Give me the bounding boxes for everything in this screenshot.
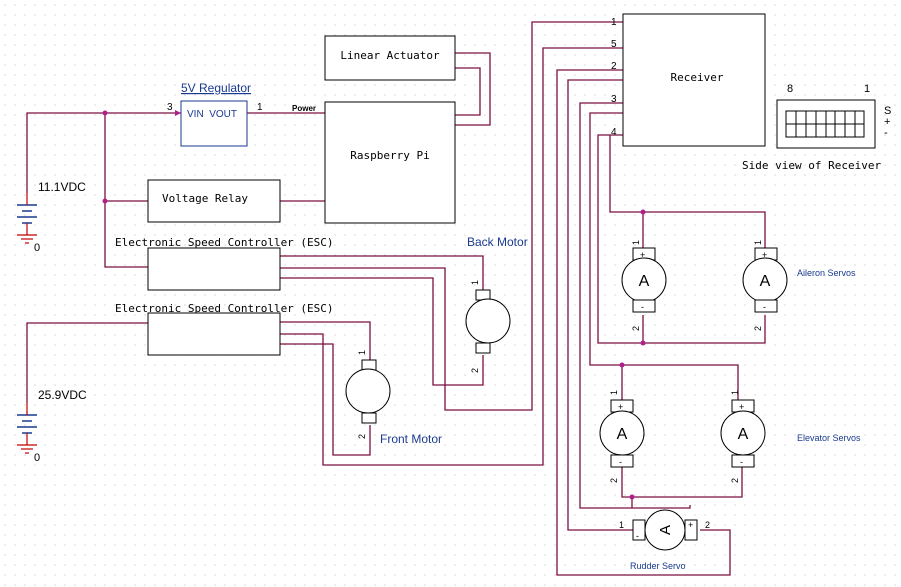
svg-text:Rudder Servo: Rudder Servo [630, 561, 686, 571]
svg-text:2: 2 [470, 368, 480, 373]
svg-text:2: 2 [611, 61, 617, 72]
svg-text:5V Regulator: 5V Regulator [181, 81, 251, 95]
aileron-servo-left: 1 + A - 2 [621, 240, 667, 331]
svg-text:1: 1 [257, 102, 263, 113]
aileron-servo-right: 1 + A - 2 [742, 240, 788, 331]
svg-text:A: A [657, 525, 674, 535]
esc-top-block: Electronic Speed Controller (ESC) [115, 236, 334, 291]
svg-text:Side view of Receiver: Side view of Receiver [742, 159, 881, 172]
svg-text:+: + [884, 116, 890, 128]
svg-text:5: 5 [611, 39, 617, 50]
elevator-servo-left: 1 + A - 2 [599, 390, 645, 483]
svg-text:+: + [688, 520, 693, 530]
svg-text:+: + [739, 402, 744, 412]
receiver-pin-labels: 1 5 2 3 4 [611, 17, 617, 138]
svg-text:1: 1 [609, 390, 619, 395]
svg-text:1: 1 [753, 240, 763, 245]
svg-text:1: 1 [357, 350, 367, 355]
receiver-block: Receiver [622, 13, 766, 147]
elevator-servo-right: 1 + A - 2 [720, 390, 766, 483]
svg-text:Electronic Speed Controller (E: Electronic Speed Controller (ESC) [115, 302, 334, 315]
svg-text:1: 1 [470, 280, 480, 285]
svg-text:-: - [763, 302, 766, 312]
svg-text:Receiver: Receiver [671, 71, 724, 84]
svg-text:2: 2 [609, 478, 619, 483]
svg-text:Raspberry Pi: Raspberry Pi [350, 149, 429, 162]
svg-text:2: 2 [753, 326, 763, 331]
svg-text:+: + [618, 402, 623, 412]
linear-actuator-block: Linear Actuator [324, 35, 456, 81]
raspberry-pi-block: Raspberry Pi [324, 101, 456, 224]
svg-text:A: A [617, 426, 628, 443]
svg-text:A: A [738, 426, 749, 443]
svg-text:Back Motor: Back Motor [467, 235, 528, 249]
svg-text:A: A [760, 273, 771, 290]
svg-text:11.1VDC: 11.1VDC [38, 180, 86, 194]
svg-text:-: - [619, 457, 622, 467]
svg-text:A: A [639, 273, 650, 290]
svg-text:Power: Power [292, 104, 316, 113]
svg-text:25.9VDC: 25.9VDC [38, 388, 87, 402]
receiver-side-view: 8 1 S + - Side view of Receiver [742, 83, 891, 172]
junctions [102, 110, 646, 500]
svg-text:Voltage Relay: Voltage Relay [162, 192, 248, 205]
svg-text:1: 1 [730, 390, 740, 395]
svg-text:-: - [641, 302, 644, 312]
aileron-servos-label: Aileron Servos [797, 268, 856, 278]
battery-11v: 11.1VDC 0 [17, 180, 86, 254]
front-motor: 1 2 Front Motor [345, 350, 442, 446]
rudder-servo: 1 - A + 2 Rudder Servo [619, 509, 710, 571]
esc-bottom-block: Electronic Speed Controller (ESC) [115, 302, 334, 356]
svg-text:-: - [740, 457, 743, 467]
svg-text:2: 2 [357, 434, 367, 439]
svg-text:1: 1 [631, 240, 641, 245]
elevator-servos-label: Elevator Servos [797, 433, 861, 443]
voltage-relay-block: Voltage Relay [147, 179, 281, 223]
svg-text:0: 0 [34, 452, 40, 464]
svg-text:0: 0 [34, 242, 40, 254]
svg-text:VIN VOUT: VIN VOUT [187, 109, 237, 120]
svg-text:8: 8 [787, 83, 793, 95]
svg-text:1: 1 [864, 83, 870, 95]
svg-text:4: 4 [611, 127, 617, 138]
svg-text:1: 1 [619, 520, 624, 530]
svg-text:-: - [884, 127, 888, 139]
svg-text:-: - [636, 531, 639, 541]
svg-text:+: + [762, 250, 767, 260]
svg-text:+: + [640, 250, 645, 260]
svg-text:3: 3 [611, 94, 617, 105]
battery-25v: 25.9VDC 0 [17, 388, 87, 464]
svg-text:1: 1 [611, 17, 617, 28]
svg-text:Electronic Speed Controller (E: Electronic Speed Controller (ESC) [115, 236, 334, 249]
svg-text:S: S [884, 105, 891, 117]
wires [26, 21, 766, 576]
svg-text:3: 3 [167, 102, 173, 113]
voltage-regulator: 5V Regulator VIN VOUT 3 1 Power [167, 81, 316, 147]
svg-text:Front Motor: Front Motor [380, 432, 442, 446]
svg-text:2: 2 [631, 326, 641, 331]
svg-text:Linear Actuator: Linear Actuator [340, 49, 440, 62]
svg-text:2: 2 [730, 478, 740, 483]
back-motor: Back Motor 1 2 [465, 235, 528, 373]
svg-text:2: 2 [705, 520, 710, 530]
